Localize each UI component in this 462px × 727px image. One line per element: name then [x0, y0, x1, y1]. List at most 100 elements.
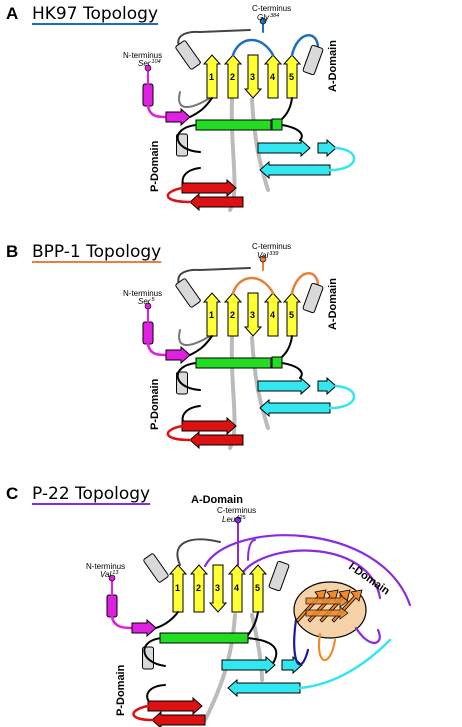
red-strand [151, 710, 206, 727]
connector-loop [250, 336, 270, 430]
c-terminus-stem [247, 539, 256, 561]
green-helix [195, 119, 272, 131]
strand-3-number: 3 [250, 72, 255, 82]
cyan-loop [298, 638, 392, 690]
cyan-strand [221, 655, 276, 675]
n-terminus-residue: Ser [138, 59, 151, 68]
strand-1 [202, 292, 222, 337]
i-domain-loop [203, 534, 412, 607]
n-terminus-marker [144, 64, 152, 72]
accent-loop [231, 276, 275, 295]
red-loop [166, 186, 192, 204]
c-terminus-label: C-terminus [217, 506, 256, 515]
connector-loop [203, 613, 237, 722]
strand-2 [223, 54, 243, 99]
loop [178, 329, 211, 346]
strand-5-number: 5 [289, 72, 294, 82]
cyan-strand [259, 398, 331, 418]
panel-letter: A [6, 4, 18, 23]
strand-1-number: 1 [175, 583, 180, 593]
i-domain [293, 581, 381, 666]
n-terminus-label: N-terminus [123, 51, 162, 60]
strand-2-number: 2 [230, 72, 235, 82]
loop [189, 97, 213, 118]
loop [143, 637, 166, 667]
panel-letter: B [6, 242, 18, 261]
cyan-loop [328, 384, 356, 410]
green-segment [271, 118, 283, 131]
n-terminus-loop [110, 615, 135, 630]
loop [155, 611, 179, 629]
loop [176, 538, 221, 566]
cyan-strand [317, 138, 337, 158]
i-domain-cross-strand-2 [305, 606, 349, 620]
loop [178, 91, 211, 108]
strand-4 [227, 564, 247, 613]
n-terminus-residue: Ser [138, 297, 151, 306]
red-strand [189, 192, 244, 212]
strand-1-number: 1 [209, 310, 214, 320]
c-terminus-label: C-terminus [252, 4, 291, 13]
c-terminus-marker [259, 255, 267, 263]
red-loop [166, 424, 192, 442]
helix [175, 40, 201, 70]
c-terminus-number: 425 [236, 515, 246, 521]
strand-5 [282, 292, 302, 337]
panel-title: HK97 Topology [32, 4, 158, 24]
helix [302, 44, 324, 76]
strand-2-number: 2 [230, 310, 235, 320]
cyan-strand [259, 160, 331, 180]
red-strand [181, 416, 237, 436]
panel-title: P-22 Topology [32, 484, 150, 504]
loop [281, 124, 303, 141]
p-domain-label: P-Domain [115, 664, 127, 716]
n-terminal-helix [142, 321, 154, 345]
strand-2-number: 2 [196, 583, 201, 593]
n-terminus-number: 13 [112, 570, 119, 576]
strand-4-number: 4 [270, 310, 275, 320]
n-terminus-label: N-terminus [123, 289, 162, 298]
c-terminus-residue: Val [257, 251, 268, 260]
strand-2 [189, 564, 209, 613]
red-loop [132, 704, 154, 722]
strand-4-number: 4 [234, 583, 239, 593]
n-terminus-residue: Val [100, 570, 111, 579]
n-terminus-number: 5 [151, 297, 155, 303]
loop [189, 335, 213, 356]
a-domain-label: A-Domain [191, 494, 243, 506]
loop [176, 124, 201, 153]
n-terminus-label: N-terminus [86, 562, 125, 571]
strand-5 [282, 54, 302, 99]
accent-loop [290, 272, 320, 295]
green-helix [195, 357, 272, 369]
connector-loop [228, 98, 237, 212]
strand-3 [243, 54, 263, 99]
c-terminus-residue: Leu [222, 515, 236, 524]
i-domain-loop [317, 632, 337, 662]
n-terminal-strand [131, 618, 157, 638]
helix [175, 278, 201, 308]
loop [281, 362, 303, 379]
cyan-strand [227, 678, 301, 698]
a-domain-label: A-Domain [327, 278, 339, 330]
i-domain-loop [293, 618, 310, 666]
strand-3-number: 3 [250, 310, 255, 320]
c-terminus-label: C-terminus [252, 242, 291, 251]
n-terminal-strand [165, 107, 191, 127]
cyan-strand [317, 376, 337, 396]
strand-4 [263, 292, 283, 337]
helix [302, 282, 324, 314]
strand-1 [202, 54, 222, 99]
strand-2 [223, 292, 243, 337]
connector-loop [250, 98, 270, 192]
n-terminus-marker [108, 574, 116, 582]
strand-1-number: 1 [209, 72, 214, 82]
strand-3-number: 3 [215, 583, 220, 593]
p-domain-label: P-Domain [149, 378, 161, 430]
strand-3 [243, 292, 263, 337]
strand-4 [263, 54, 283, 99]
strand-4-number: 4 [270, 72, 275, 82]
